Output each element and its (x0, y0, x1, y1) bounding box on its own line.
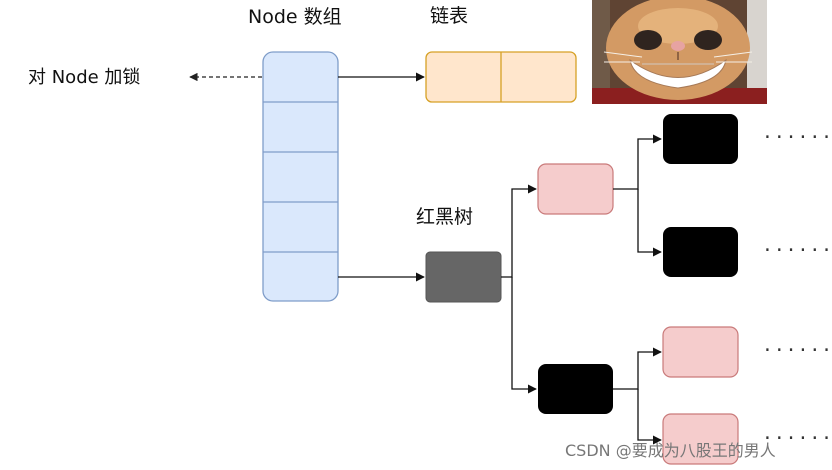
cat-photo-illustration (592, 0, 767, 104)
node-array-box (262, 51, 339, 302)
tree-black-leaf (663, 114, 738, 164)
root-to-red-child-edge (501, 184, 537, 278)
tree-red-node (537, 163, 614, 215)
black-node-upper-edge (613, 347, 662, 390)
csdn-watermark: CSDN @要成为八股王的男人 (565, 441, 776, 460)
continuation-ellipsis: ······· (762, 240, 832, 261)
node-array (262, 51, 339, 302)
tree-black-node (538, 364, 613, 414)
red-black-tree-label: 红黑树 (416, 206, 473, 228)
linked-list-node (425, 51, 577, 103)
black-node-lower-edge (637, 389, 662, 445)
tree-red-leaf (662, 413, 739, 465)
red-node-upper-edge (613, 134, 662, 190)
continuation-ellipsis: ······· (762, 428, 832, 449)
continuation-ellipsis: ······· (762, 127, 832, 148)
tree-black-leaf (663, 227, 738, 277)
tree-red-leaf (662, 326, 739, 378)
lock-node-label: 对 Node 加锁 (28, 67, 140, 88)
cat-photo (592, 0, 767, 104)
node-array-label: Node 数组 (248, 6, 342, 28)
continuation-ellipsis: ······· (762, 340, 832, 361)
red-node-lower-edge (637, 189, 662, 257)
linked-list-label: 链表 (430, 5, 468, 27)
tree-root-node (425, 251, 502, 303)
root-to-black-child-edge (511, 277, 537, 394)
